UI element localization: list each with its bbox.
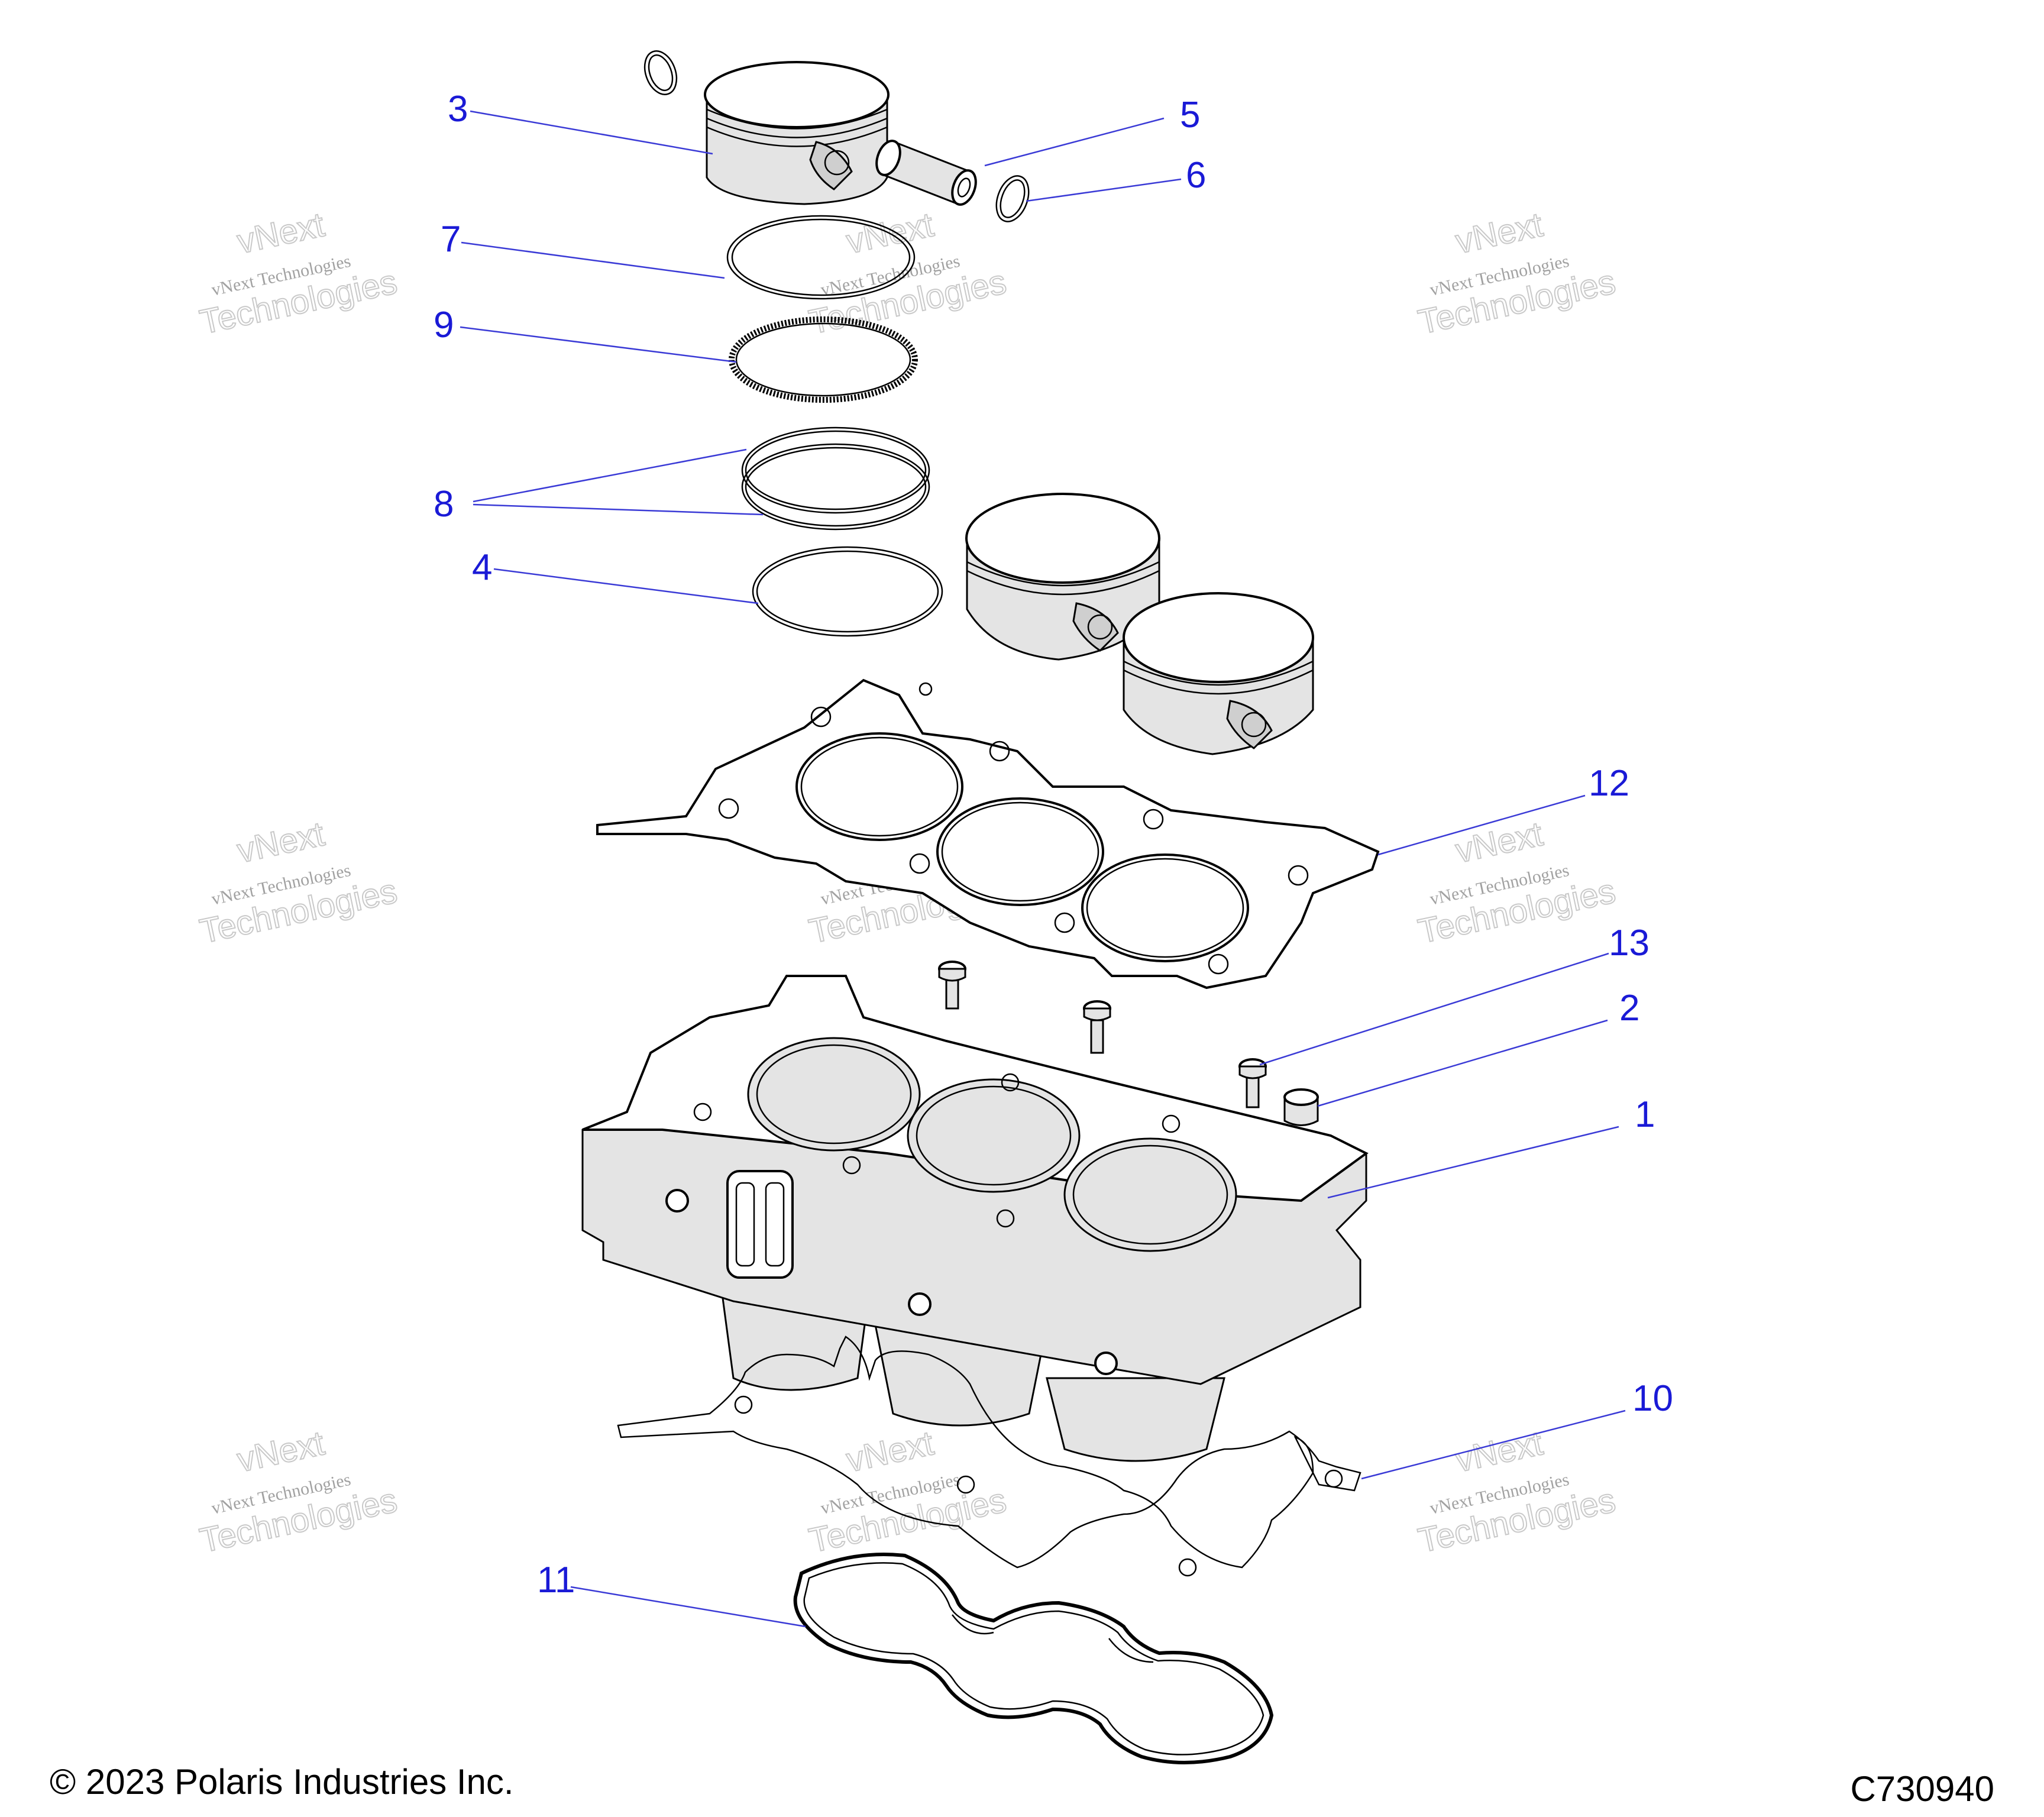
- svg-text:vNext: vNext: [1452, 814, 1546, 870]
- watermark: vNext vNext Technologies Technologies: [196, 814, 401, 951]
- ring-rails: [741, 426, 930, 531]
- svg-text:vNext: vNext: [234, 814, 328, 870]
- svg-text:vNext: vNext: [234, 1424, 328, 1479]
- callout-5: 5: [1180, 95, 1200, 135]
- callouts: 3 5 6 7 9 8 4 12 13 2 1 10 11: [434, 89, 1673, 1601]
- pin-clip: [995, 175, 1030, 222]
- watermark: vNext vNext Technologies Technologies: [196, 205, 401, 342]
- ring-expander: [729, 316, 918, 403]
- piston-pin: [875, 140, 977, 206]
- piston-main: [704, 61, 890, 205]
- head-gasket: [596, 678, 1380, 990]
- callout-4: 4: [472, 547, 492, 588]
- bolt: [938, 961, 966, 1010]
- callout-9: 9: [434, 305, 454, 345]
- bolt: [1083, 1000, 1111, 1054]
- leader-lines: [460, 110, 1626, 1628]
- watermark: vNext vNext Technologies Technologies: [196, 1423, 401, 1560]
- cylinder-block: [581, 975, 1369, 1462]
- callout-11: 11: [537, 1560, 575, 1601]
- callout-8: 8: [434, 484, 454, 525]
- bolt: [1238, 1058, 1267, 1108]
- callout-6: 6: [1186, 155, 1206, 196]
- callout-13: 13: [1609, 923, 1650, 964]
- callout-10: 10: [1632, 1378, 1673, 1419]
- dowel: [1283, 1088, 1319, 1126]
- piston-clip: [643, 50, 678, 95]
- callout-3: 3: [448, 89, 468, 130]
- svg-text:vNext: vNext: [843, 1424, 937, 1479]
- callout-7: 7: [441, 219, 461, 260]
- ring-top: [726, 215, 916, 300]
- ring-second: [752, 546, 943, 637]
- watermark: vNext vNext Technologies Technologies: [805, 1423, 1010, 1560]
- svg-text:vNext: vNext: [1452, 205, 1546, 261]
- watermark: vNext vNext Technologies Technologies: [1414, 1423, 1619, 1560]
- callout-2: 2: [1619, 988, 1639, 1029]
- base-gasket: [617, 1336, 1361, 1577]
- callout-12: 12: [1589, 763, 1629, 804]
- piston-third: [1123, 592, 1314, 755]
- watermark: vNext vNext Technologies Technologies: [1414, 814, 1619, 951]
- callout-1: 1: [1635, 1094, 1655, 1135]
- figure-id: C730940: [1850, 1769, 1994, 1809]
- piston-second: [965, 493, 1160, 661]
- watermark: vNext vNext Technologies Technologies: [1414, 205, 1619, 342]
- cylinder-seal: [793, 1553, 1274, 1764]
- svg-text:vNext: vNext: [234, 205, 328, 261]
- copyright-text: © 2023 Polaris Industries Inc.: [50, 1762, 514, 1802]
